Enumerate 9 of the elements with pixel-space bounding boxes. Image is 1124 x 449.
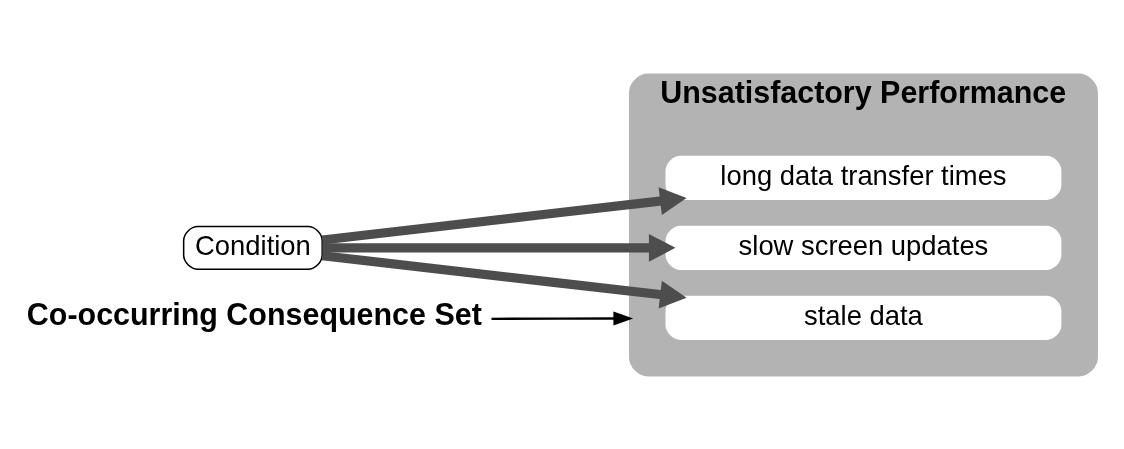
arrow (321, 250, 687, 308)
arrow (491, 311, 634, 325)
node-text: Co-occurring Consequence Set (26, 296, 482, 331)
node-box: slow screen updates (665, 225, 1062, 270)
node-box: stale data (665, 295, 1062, 340)
arrow (321, 186, 687, 245)
node-box: Condition (182, 225, 323, 270)
arrow (322, 233, 676, 262)
node-box: long data transfer times (665, 155, 1062, 200)
